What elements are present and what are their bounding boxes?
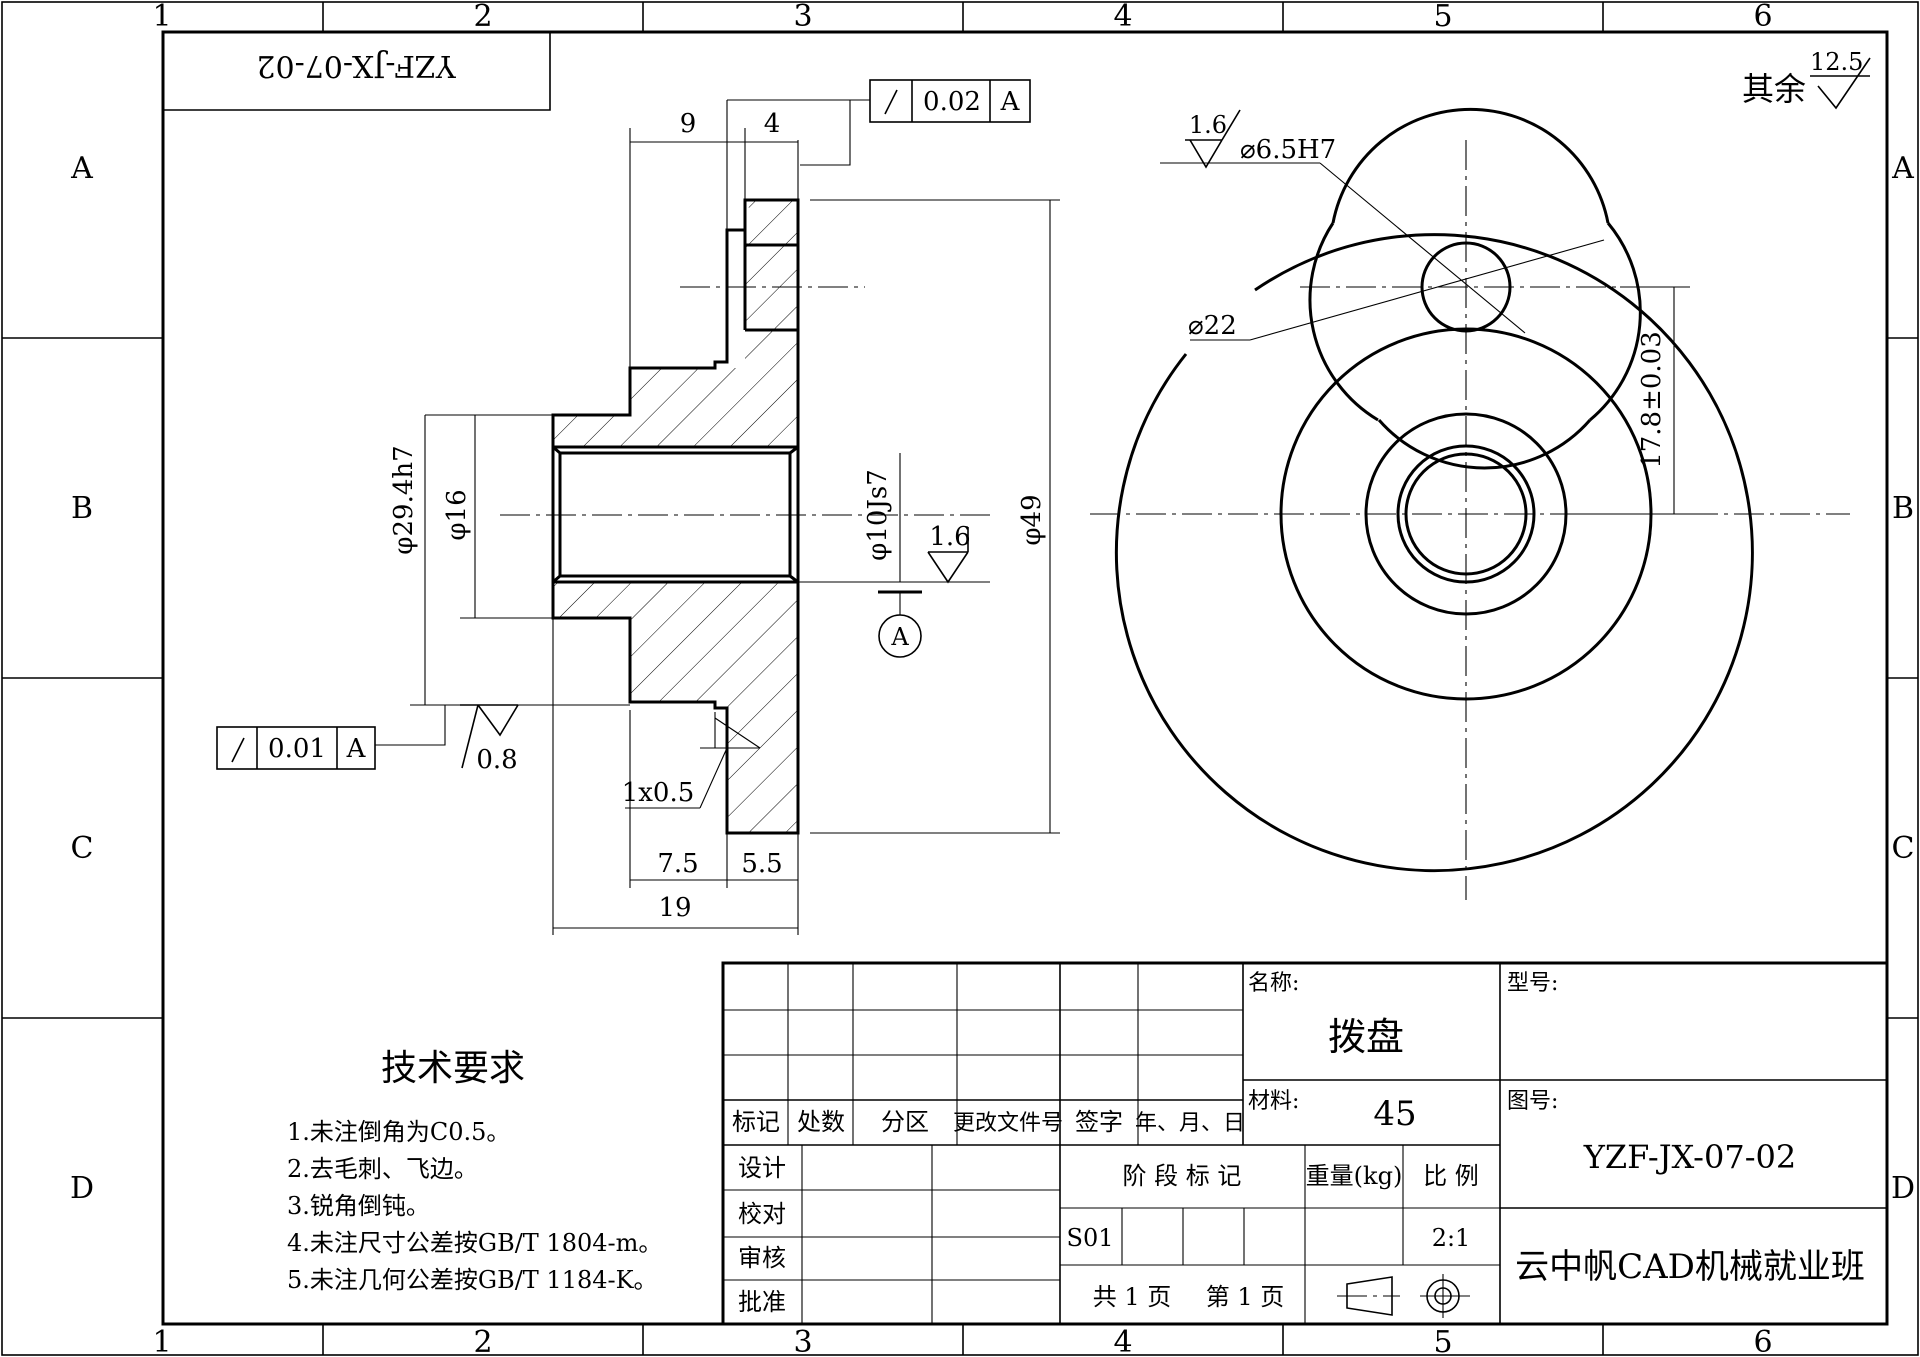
sheet-count: 共 1 页 [1093, 1283, 1172, 1311]
role-label: 审核 [738, 1244, 786, 1272]
other-roughness: 其余 12.5 [1742, 48, 1871, 110]
dim-hole: ⌀6.5H7 [1240, 135, 1336, 165]
section-view: 9 4 0.02 A φ49 φ29.4h7 φ16 φ10Js7 1.6 [216, 79, 1060, 935]
col-label-bottom: 6 [1753, 1325, 1772, 1357]
role-label: 校对 [738, 1200, 786, 1228]
rev-header: 签字 [1075, 1108, 1123, 1136]
other-roughness-label: 其余 [1742, 70, 1806, 108]
model-label: 型号: [1507, 971, 1558, 996]
name-label: 名称: [1248, 971, 1299, 996]
tol-left-value: 0.01 [268, 734, 326, 764]
tech-item: 3.锐角倒钝。 [287, 1192, 430, 1220]
col-label-bottom: 3 [793, 1325, 812, 1357]
sheet-number: 第 1 页 [1206, 1283, 1285, 1311]
tech-item: 4.未注尺寸公差按GB/T 1804-m。 [287, 1229, 662, 1257]
role-label: 设计 [738, 1154, 786, 1182]
col-label-top: 4 [1113, 0, 1132, 34]
title-block: 标记 处数 分区 更改文件号 签字 年、月、日 设计 校对 审核 批准 名称: … [721, 961, 1889, 1326]
grid-column-labels: 1 2 3 4 5 6 1 2 3 4 5 6 [152, 0, 1772, 1357]
col-label-top: 5 [1433, 0, 1452, 34]
tech-requirements: 技术要求 1.未注倒角为C0.5。 2.去毛刺、飞边。 3.锐角倒钝。 4.未注… [287, 1048, 662, 1294]
material-label: 材料: [1248, 1089, 1299, 1114]
dim-boss: ⌀22 [1188, 311, 1237, 341]
row-label-left: A [70, 151, 93, 186]
rev-header: 更改文件号 [953, 1111, 1063, 1136]
row-label-right: B [1892, 491, 1914, 526]
rev-header: 标记 [732, 1108, 780, 1136]
rev-header: 处数 [797, 1108, 845, 1136]
scale-label: 比 例 [1423, 1162, 1479, 1190]
drawing-no-value: YZF-JX-07-02 [1583, 1138, 1796, 1176]
stage-label: 阶 段 标 记 [1123, 1162, 1242, 1190]
tol-top-value: 0.02 [923, 87, 981, 117]
hatch-lower-body [553, 582, 798, 833]
row-label-right: D [1891, 1171, 1915, 1206]
col-label-top: 2 [473, 0, 492, 34]
col-label-bottom: 2 [473, 1325, 492, 1357]
dim-phi10js7: φ10Js7 [863, 469, 893, 561]
tech-title: 技术要求 [381, 1048, 525, 1089]
row-label-left: B [71, 491, 93, 526]
rev-header: 分区 [881, 1108, 929, 1136]
mirrored-drawing-code: YZF-JX-07-02 [256, 48, 456, 83]
row-label-right: C [1892, 831, 1915, 866]
dim-phi49: φ49 [1017, 494, 1047, 545]
name-value: 拨盘 [1328, 1015, 1404, 1059]
projection-symbol [1337, 1274, 1470, 1318]
col-label-bottom: 4 [1113, 1325, 1132, 1357]
row-label-left: C [71, 831, 94, 866]
role-label: 批准 [738, 1288, 786, 1316]
col-label-top: 3 [793, 0, 812, 34]
dim-offset: 17.8±0.03 [1637, 331, 1667, 469]
grid-row-labels: A B C D A B C D [70, 151, 1915, 1206]
dim-5-5: 5.5 [741, 849, 782, 879]
material-value: 45 [1373, 1094, 1416, 1134]
dim-19: 19 [658, 893, 691, 923]
tech-item: 5.未注几何公差按GB/T 1184-K。 [287, 1266, 658, 1294]
eccentric-boss-arc [1308, 107, 1642, 422]
col-label-bottom: 5 [1433, 1325, 1452, 1357]
scale-value: 2:1 [1432, 1224, 1471, 1252]
dim-phi29-4h7: φ29.4h7 [389, 445, 419, 554]
tol-top-datum: A [1000, 87, 1021, 117]
row-label-left: D [70, 1171, 94, 1206]
mirrored-code-box: YZF-JX-07-02 [163, 32, 551, 111]
hole-roughness: 1.6 [1189, 111, 1227, 139]
tech-item: 2.去毛刺、飞边。 [287, 1155, 478, 1183]
dim-4: 4 [764, 109, 781, 139]
col-label-top: 6 [1753, 0, 1772, 34]
dim-7-5: 7.5 [657, 849, 698, 879]
other-roughness-value: 12.5 [1810, 48, 1863, 76]
company-name: 云中帆CAD机械就业班 [1515, 1247, 1865, 1287]
front-view: 17.8±0.03 ⌀6.5H7 1.6 ⌀22 [1090, 107, 1850, 900]
dim-phi16: φ16 [442, 489, 472, 540]
drawing-no-label: 图号: [1507, 1089, 1558, 1114]
stage-value: S01 [1067, 1224, 1114, 1252]
dim-9: 9 [680, 109, 697, 139]
tech-item: 1.未注倒角为C0.5。 [287, 1118, 510, 1146]
row-label-right: A [1891, 151, 1914, 186]
base-roughness: 0.8 [476, 745, 517, 775]
col-label-bottom: 1 [152, 1325, 171, 1357]
hatch-upper-body [553, 330, 798, 447]
hatch-upper-flange [745, 200, 798, 330]
rev-header: 年、月、日 [1135, 1111, 1245, 1136]
dim-chamfer: 1x0.5 [622, 778, 695, 808]
weight-label: 重量(kg) [1306, 1162, 1403, 1190]
col-label-top: 1 [152, 0, 171, 34]
bore-roughness: 1.6 [929, 522, 970, 552]
datum-a-label: A [890, 623, 909, 651]
tol-left-datum: A [346, 734, 367, 764]
